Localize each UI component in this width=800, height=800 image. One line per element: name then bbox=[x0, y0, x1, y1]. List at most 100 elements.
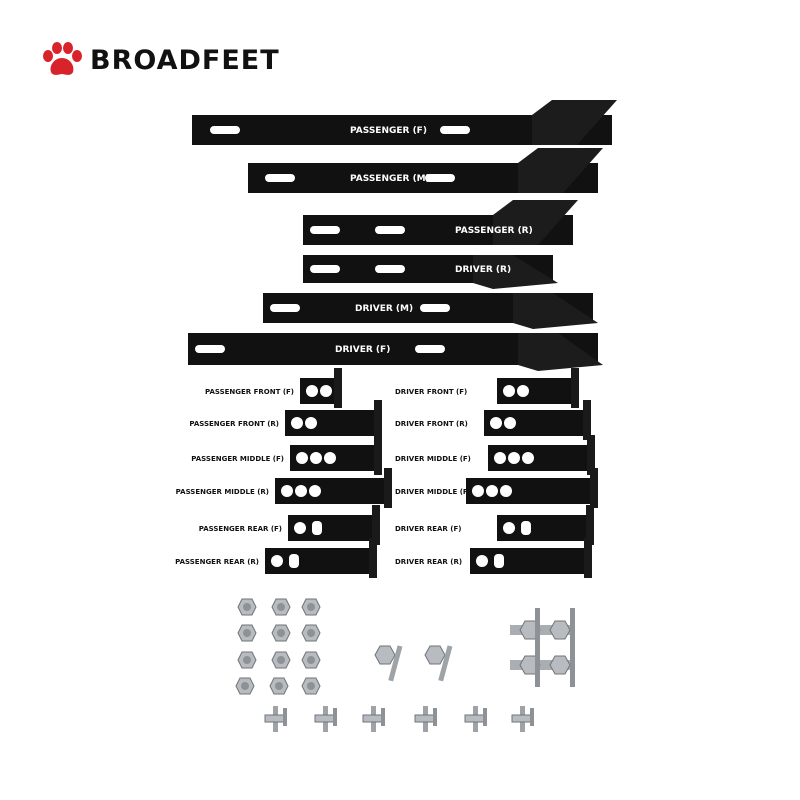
bracket-label: DRIVER FRONT (R) bbox=[395, 420, 468, 428]
flange-bolt bbox=[237, 624, 257, 642]
support-bar: PASSENGER (F) bbox=[192, 100, 617, 145]
flange-bolt bbox=[237, 598, 257, 616]
flange-bolt bbox=[269, 677, 289, 695]
bar-slot bbox=[195, 345, 225, 353]
t-bolt bbox=[264, 706, 287, 732]
support-bar: DRIVER (F) bbox=[188, 333, 603, 371]
bracket-hole bbox=[522, 452, 534, 464]
bracket-slot bbox=[494, 554, 504, 568]
bracket-plate bbox=[275, 478, 390, 504]
bracket-label: DRIVER FRONT (F) bbox=[395, 388, 467, 396]
bar-slot bbox=[270, 304, 300, 312]
bar-label: PASSENGER (R) bbox=[455, 226, 533, 236]
mounting-bracket: DRIVER FRONT (R) bbox=[395, 400, 591, 440]
bar-label: PASSENGER (M) bbox=[350, 174, 430, 184]
bar-mount-tab bbox=[532, 100, 617, 145]
bar-mount-tab bbox=[493, 200, 578, 245]
paw-icon bbox=[43, 42, 82, 75]
support-bar: PASSENGER (M) bbox=[248, 148, 603, 193]
bracket-flange bbox=[369, 538, 377, 578]
bracket-hole bbox=[296, 452, 308, 464]
bar-mount-tab bbox=[518, 148, 603, 193]
flange-bolt bbox=[301, 624, 321, 642]
bar-slot bbox=[310, 226, 340, 234]
bracket-label: DRIVER REAR (R) bbox=[395, 558, 462, 566]
bracket-label: PASSENGER FRONT (F) bbox=[205, 388, 294, 396]
bracket-hole bbox=[271, 555, 283, 567]
bracket-flange bbox=[374, 400, 382, 440]
bracket-flange bbox=[590, 468, 598, 508]
carriage-bolt bbox=[374, 645, 403, 682]
bar-label: DRIVER (F) bbox=[335, 345, 390, 355]
flange-bolt bbox=[301, 651, 321, 669]
bracket-label: DRIVER MIDDLE (F) bbox=[395, 455, 471, 463]
carriage-bolt bbox=[424, 645, 453, 682]
bracket-hole bbox=[503, 385, 515, 397]
bracket-flange bbox=[374, 435, 382, 475]
mounting-bracket: PASSENGER FRONT (F) bbox=[205, 368, 342, 408]
bracket-hole bbox=[291, 417, 303, 429]
bracket-label: PASSENGER MIDDLE (R) bbox=[176, 488, 269, 496]
bar-label: DRIVER (R) bbox=[455, 265, 511, 275]
bracket-flange bbox=[384, 468, 392, 508]
bracket-plate bbox=[470, 548, 590, 574]
bracket-label: DRIVER MIDDLE (R) bbox=[395, 488, 472, 496]
bracket-flange bbox=[571, 368, 579, 408]
bracket-hole bbox=[508, 452, 520, 464]
mounting-bracket: DRIVER MIDDLE (R) bbox=[395, 468, 598, 508]
bracket-hole bbox=[305, 417, 317, 429]
bracket-hole bbox=[306, 385, 318, 397]
bar-mount-tab bbox=[473, 255, 558, 289]
bracket-label: PASSENGER MIDDLE (F) bbox=[191, 455, 284, 463]
bar-slot bbox=[415, 345, 445, 353]
mounting-bracket: PASSENGER MIDDLE (F) bbox=[191, 435, 382, 475]
bar-mount-tab bbox=[513, 293, 598, 329]
mounting-bracket: PASSENGER MIDDLE (R) bbox=[176, 468, 392, 508]
bracket-flange bbox=[586, 505, 594, 545]
flange-bolt bbox=[301, 598, 321, 616]
bracket-hole bbox=[504, 417, 516, 429]
brand-name: BROADFEET bbox=[90, 44, 280, 76]
mounting-bracket: DRIVER REAR (F) bbox=[395, 505, 594, 545]
flange-bolt bbox=[301, 677, 321, 695]
bar-slot bbox=[265, 174, 295, 182]
bracket-hole bbox=[295, 485, 307, 497]
flange-bolt bbox=[271, 651, 291, 669]
mounting-bracket: DRIVER FRONT (F) bbox=[395, 368, 579, 408]
bracket-slot bbox=[289, 554, 299, 568]
t-bolt bbox=[511, 706, 534, 732]
bar-label: PASSENGER (F) bbox=[350, 126, 427, 136]
bar-slot bbox=[420, 304, 450, 312]
bracket-hole bbox=[500, 485, 512, 497]
bracket-plate bbox=[466, 478, 596, 504]
bar-slot bbox=[210, 126, 240, 134]
bracket-flange bbox=[587, 435, 595, 475]
bracket-hole bbox=[310, 452, 322, 464]
bracket-hole bbox=[494, 452, 506, 464]
mounting-bracket: DRIVER MIDDLE (F) bbox=[395, 435, 595, 475]
flange-bolt bbox=[235, 677, 255, 695]
support-bar: DRIVER (M) bbox=[263, 293, 598, 329]
bar-slot bbox=[425, 174, 455, 182]
bracket-hole bbox=[281, 485, 293, 497]
threaded-stud-assembly bbox=[510, 608, 575, 652]
bracket-label: DRIVER REAR (F) bbox=[395, 525, 461, 533]
flange-bolt bbox=[237, 651, 257, 669]
bracket-hole bbox=[486, 485, 498, 497]
bracket-label: PASSENGER REAR (F) bbox=[199, 525, 282, 533]
bracket-hole bbox=[517, 385, 529, 397]
bracket-plate bbox=[265, 548, 375, 574]
mounting-bracket: DRIVER REAR (R) bbox=[395, 538, 592, 578]
bracket-slot bbox=[312, 521, 322, 535]
bar-label: DRIVER (M) bbox=[355, 304, 413, 314]
bracket-hole bbox=[503, 522, 515, 534]
support-bar: DRIVER (R) bbox=[303, 255, 558, 289]
t-bolt bbox=[414, 706, 437, 732]
flange-bolt bbox=[271, 598, 291, 616]
bracket-hole bbox=[324, 452, 336, 464]
bracket-flange bbox=[334, 368, 342, 408]
bracket-flange bbox=[372, 505, 380, 545]
bracket-hole bbox=[490, 417, 502, 429]
